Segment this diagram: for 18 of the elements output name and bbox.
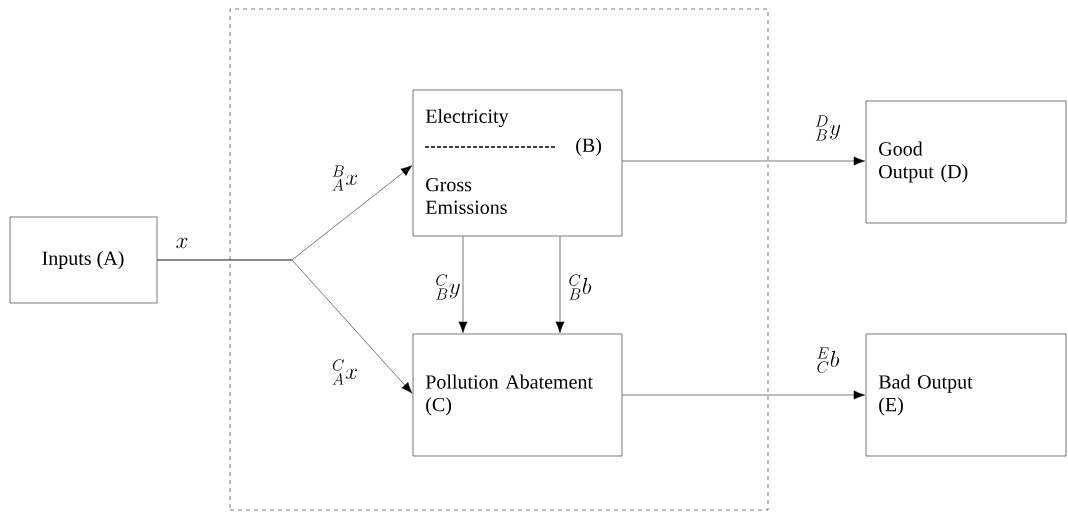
edge-label: ${}^{E}_{C}b$ [815, 346, 841, 374]
process-box: Electricity (B) Gross Emissions [412, 89, 623, 237]
edge-label: ${}^{D}_{B}y$ [813, 114, 843, 142]
dashed-boundary-box [229, 8, 769, 511]
arrow [555, 236, 565, 333]
variable-label: $x$ [176, 237, 188, 249]
edge-label: ${}^{C}_{B}y$ [434, 273, 462, 301]
process-box: Inputs (A) [9, 216, 158, 304]
process-box: Bad Output (E) [865, 333, 1067, 457]
process-box: Good Output (D) [865, 100, 1067, 224]
arrow [622, 390, 865, 400]
edge-label: ${}^{C}_{A}x$ [330, 358, 360, 386]
arrow [157, 259, 413, 394]
edge-label: ${}^{C}_{B}b$ [567, 273, 593, 301]
arrow [622, 156, 865, 166]
arrow [458, 236, 468, 333]
edge-label: ${}^{B}_{A}x$ [330, 164, 360, 192]
process-box: Pollution Abatement (C) [412, 333, 623, 457]
